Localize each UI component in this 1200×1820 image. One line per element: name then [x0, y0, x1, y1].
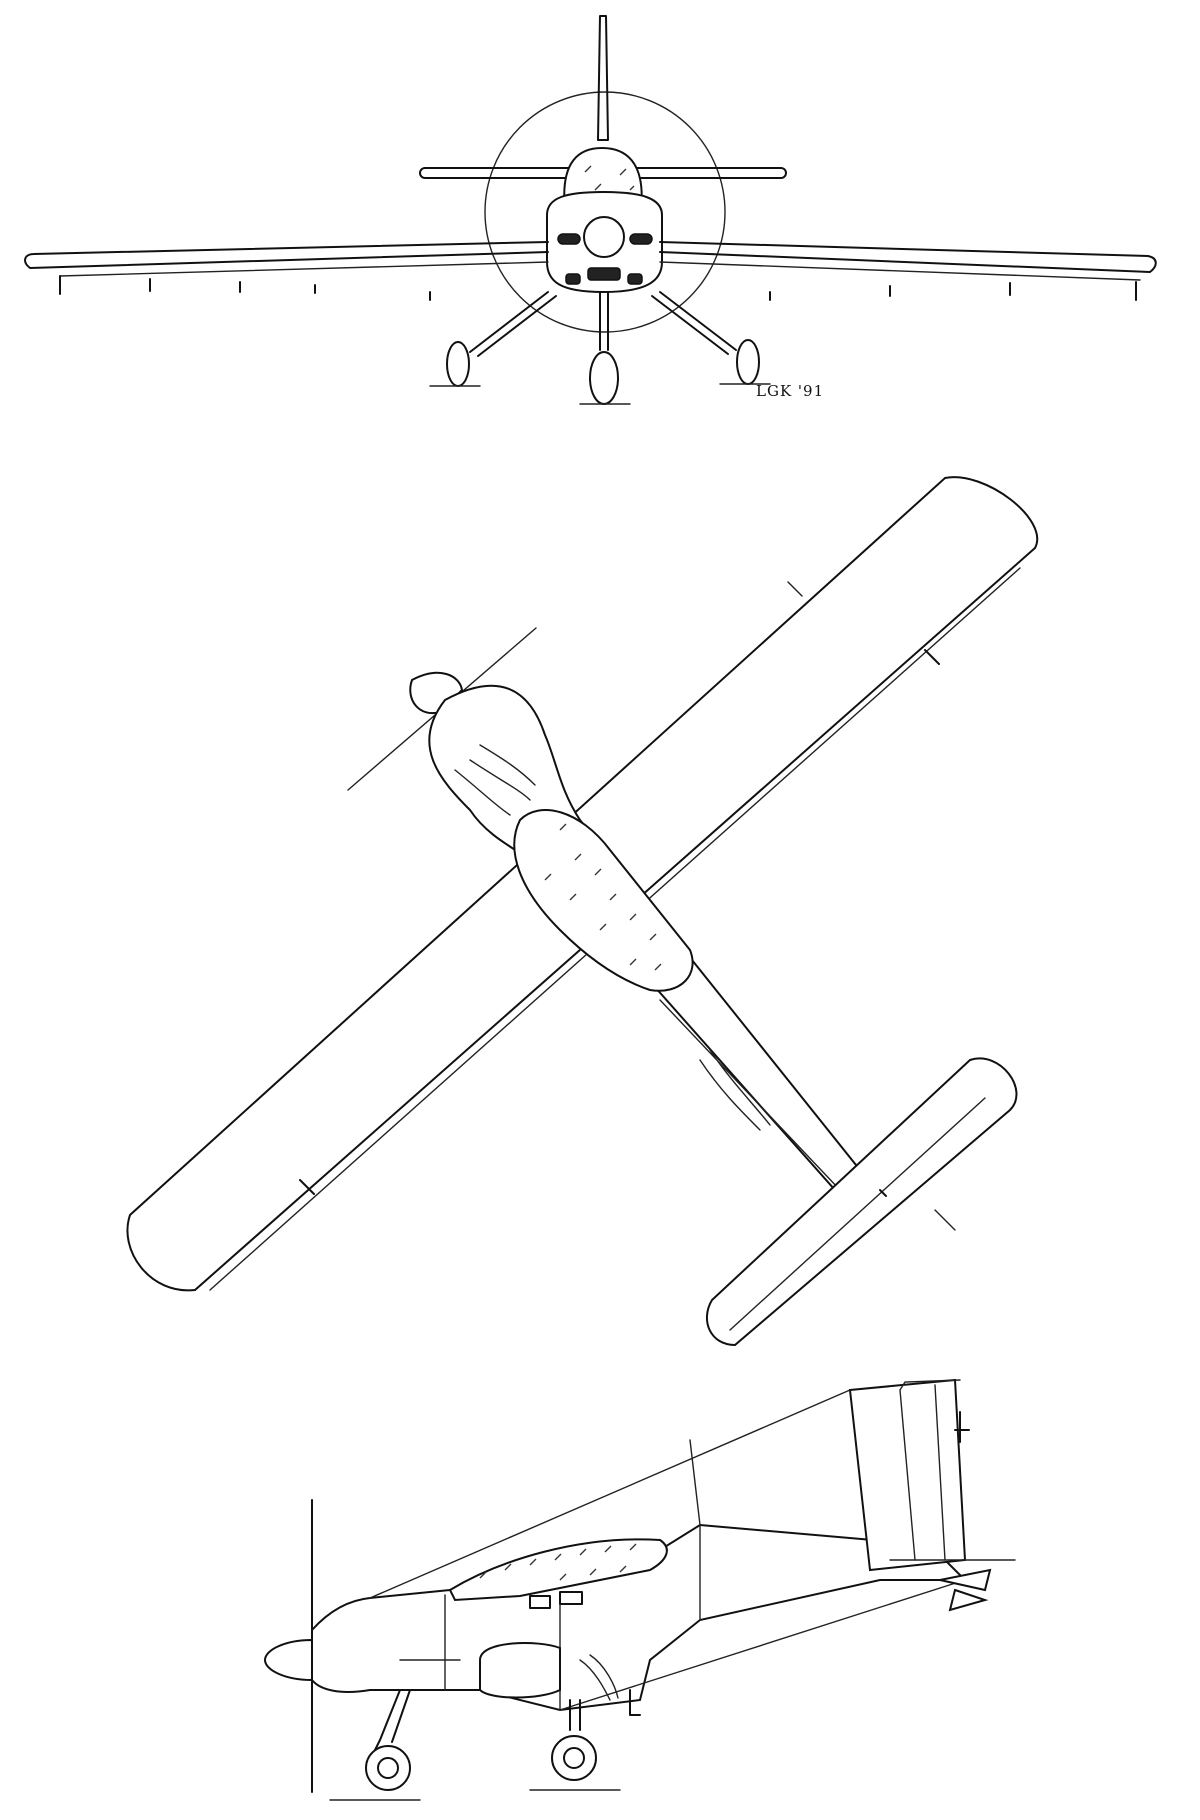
spinner — [583, 216, 625, 258]
side-view — [263, 1378, 1016, 1801]
front-wing-left — [24, 241, 549, 269]
grille — [587, 267, 621, 281]
wheel-left — [446, 341, 470, 387]
side-elevator — [939, 1568, 992, 1592]
spray-boom-right — [659, 261, 1141, 281]
side-spinner — [263, 1638, 313, 1682]
front-gear-nose — [599, 291, 609, 351]
propeller-disc — [484, 91, 726, 333]
side-bracing — [369, 1389, 966, 1711]
spray-boom-left — [59, 261, 549, 277]
front-wing-right — [659, 241, 1157, 273]
front-gear-right — [651, 291, 737, 355]
plan-tailplane — [706, 1057, 1018, 1347]
side-canopy — [448, 1538, 668, 1602]
signature: LGK '91 — [756, 382, 824, 400]
wheel-right — [736, 339, 760, 385]
front-gear-left — [469, 291, 557, 357]
plan-view — [126, 476, 1039, 1347]
intake-left — [557, 233, 581, 245]
wheel-nose — [589, 351, 619, 405]
side-gear-main — [569, 1699, 581, 1731]
intake-right — [629, 233, 653, 245]
plan-canopy — [513, 809, 694, 992]
front-view: LGK '91 — [24, 15, 1157, 405]
front-fin — [597, 15, 609, 141]
side-hopper — [479, 1642, 561, 1699]
